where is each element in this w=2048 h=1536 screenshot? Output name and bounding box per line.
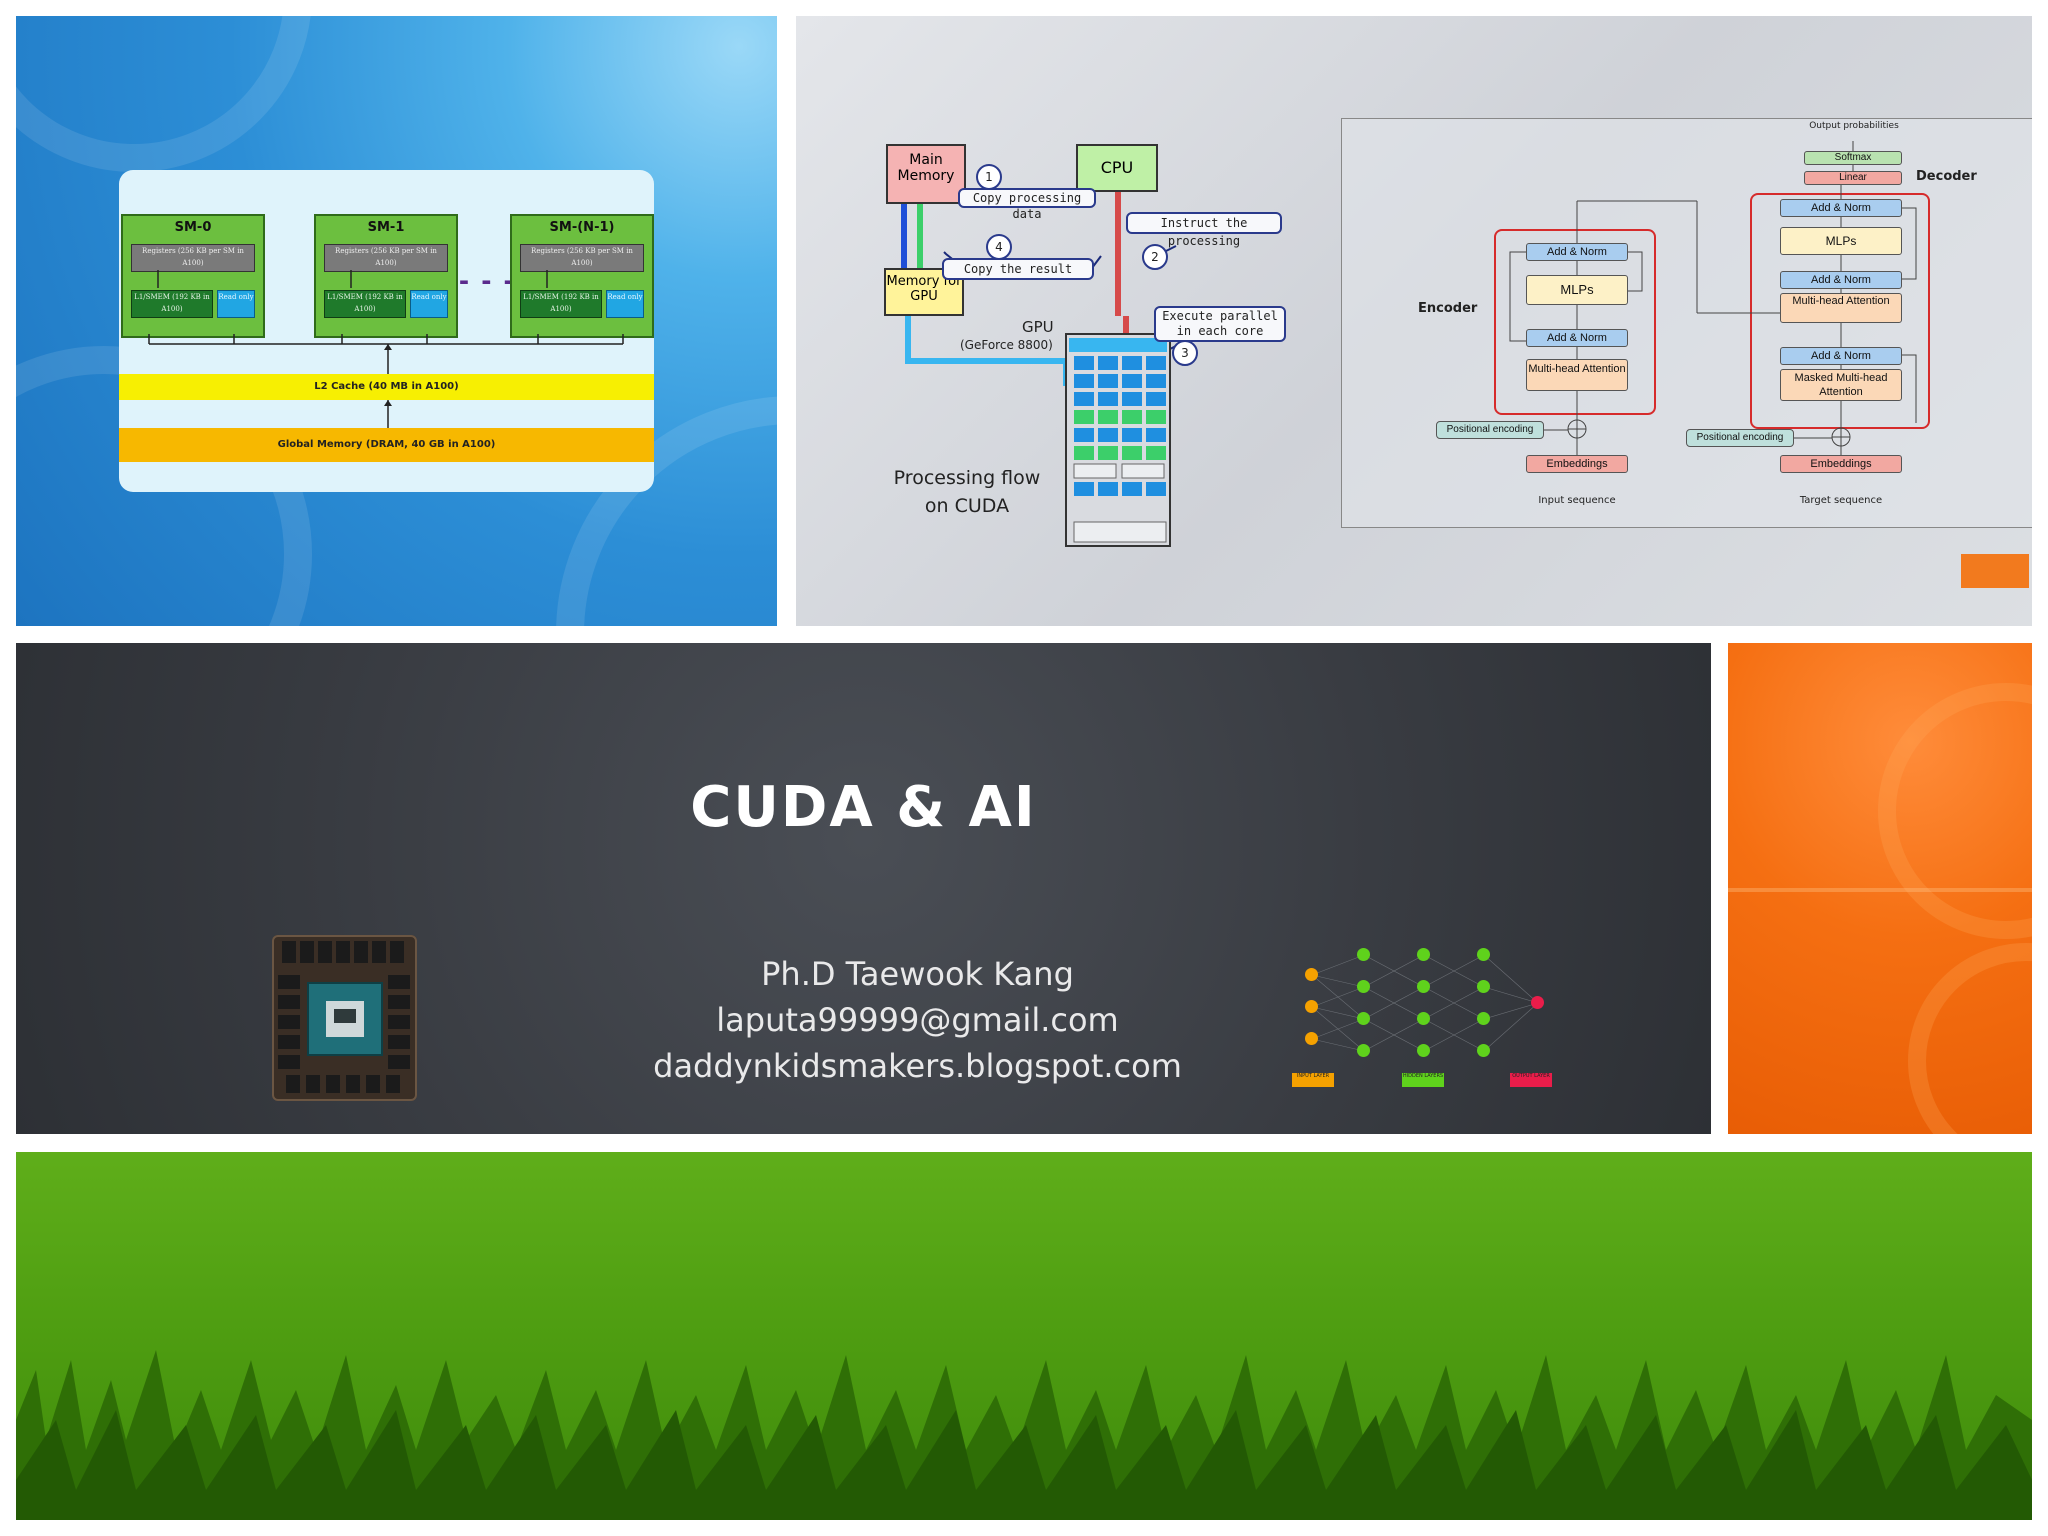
softmax-block: Softmax xyxy=(1804,151,1902,165)
output-probabilities-label: Output probabilities xyxy=(1809,121,1899,131)
gpu-chip-graphic xyxy=(278,941,410,1093)
input-node xyxy=(1305,968,1318,981)
hidden-node xyxy=(1477,1012,1490,1025)
hidden-node xyxy=(1417,948,1430,961)
step-number-1: 1 xyxy=(976,164,1002,190)
sm-name: SM-1 xyxy=(367,220,405,235)
hidden-node xyxy=(1357,948,1370,961)
sm-block-0: SM-0 Registers (256 KB per SM in A100) L… xyxy=(121,214,265,338)
sm-read-only: Read only xyxy=(410,290,448,318)
output-layer-label: OUTPUT LAYER xyxy=(1510,1073,1552,1087)
transformer-diagram: Output probabilities Softmax Linear Deco… xyxy=(1341,118,2032,528)
grass-blades-graphic xyxy=(16,1350,2032,1520)
decorative-circle xyxy=(1878,683,2032,939)
decoder-embeddings: Embeddings xyxy=(1780,455,1902,473)
encoder-stack-outline xyxy=(1494,229,1656,415)
orange-accent-slide xyxy=(1728,643,2032,1134)
encoder-embeddings: Embeddings xyxy=(1526,455,1628,473)
gpu-label: GPU xyxy=(1022,318,1054,336)
decorative-stripe xyxy=(1728,888,2032,892)
cpu-box: CPU xyxy=(1076,144,1158,192)
sm-name: SM-0 xyxy=(174,220,212,235)
step-instruct: Instruct the processing xyxy=(1126,212,1282,248)
output-node xyxy=(1531,996,1544,1009)
sm-l1-smem: L1/SMEM (192 KB in A100) xyxy=(324,290,406,318)
step-copy-data: Copy processing data xyxy=(958,188,1096,221)
gpu-memory-hierarchy-slide: SM-0 Registers (256 KB per SM in A100) L… xyxy=(16,16,777,626)
hidden-layers-label: HIDDEN LAYERS xyxy=(1402,1073,1444,1087)
hidden-node xyxy=(1417,1012,1430,1025)
step-number-3: 3 xyxy=(1172,340,1198,366)
hidden-node xyxy=(1357,1012,1370,1025)
encoder-label: Encoder xyxy=(1418,301,1478,316)
cuda-flow-caption: Processing flow on CUDA xyxy=(893,467,1041,517)
presentation-title: CUDA & AI xyxy=(690,775,1037,840)
cpu-label: CPU xyxy=(1100,158,1134,177)
gpu-module-image xyxy=(272,935,417,1101)
sm-name: SM-(N-1) xyxy=(549,220,615,235)
decorative-circle xyxy=(1908,943,2032,1134)
decoder-add-norm-bottom: Add & Norm xyxy=(1780,347,1902,365)
decoder-positional-encoding: Positional encoding xyxy=(1686,429,1794,447)
input-node xyxy=(1305,1032,1318,1045)
encoder-add-norm-top: Add & Norm xyxy=(1526,243,1628,261)
step-execute-parallel: Execute parallel in each core xyxy=(1154,306,1286,342)
hidden-node xyxy=(1357,980,1370,993)
author-email: laputa99999@gmail.com xyxy=(716,1001,1119,1039)
main-memory-label: Main Memory xyxy=(897,152,955,184)
gpu-model-label: (GeForce 8800) xyxy=(960,338,1053,352)
neural-network-graphic: INPUT LAYER HIDDEN LAYERS OUTPUT LAYER xyxy=(1282,945,1582,1095)
decoder-masked-multi-head-attention: Masked Multi-head Attention xyxy=(1780,369,1902,401)
sm-block-1: SM-1 Registers (256 KB per SM in A100) L… xyxy=(314,214,458,338)
input-node xyxy=(1305,1000,1318,1013)
transformer-connector-lines xyxy=(1509,141,1917,455)
linear-block: Linear xyxy=(1804,171,1902,185)
hidden-node xyxy=(1477,948,1490,961)
encoder-multi-head-attention: Multi-head Attention xyxy=(1526,359,1628,391)
hidden-node xyxy=(1477,1044,1490,1057)
grass-background-slide xyxy=(16,1152,2032,1520)
hidden-node xyxy=(1477,980,1490,993)
step-copy-result: Copy the result xyxy=(942,258,1094,280)
step-number-4: 4 xyxy=(986,234,1012,260)
sm-read-only: Read only xyxy=(217,290,255,318)
memory-connector-lines xyxy=(148,270,624,434)
author-blog: daddynkidsmakers.blogspot.com xyxy=(653,1047,1182,1085)
cuda-flow-arrows xyxy=(901,192,1177,547)
cuda-transformer-slide: Main Memory CPU Memory for GPU xyxy=(796,16,2032,626)
sm-l1-smem: L1/SMEM (192 KB in A100) xyxy=(520,290,602,318)
main-memory-box: Main Memory xyxy=(886,144,966,204)
sm-block-n-1: SM-(N-1) Registers (256 KB per SM in A10… xyxy=(510,214,654,338)
hidden-node xyxy=(1417,980,1430,993)
decoder-add-norm-mid: Add & Norm xyxy=(1780,271,1902,289)
encoder-positional-encoding: Positional encoding xyxy=(1436,421,1544,439)
decoder-label: Decoder xyxy=(1916,169,1977,184)
input-sequence-label: Input sequence xyxy=(1538,495,1616,506)
decoder-multi-head-attention: Multi-head Attention xyxy=(1780,293,1902,323)
author-name: Ph.D Taewook Kang xyxy=(761,955,1074,993)
input-layer-label: INPUT LAYER xyxy=(1292,1073,1334,1087)
title-slide: CUDA & AI Ph.D Taewook Kang laputa99999@… xyxy=(16,643,1711,1134)
sm-read-only: Read only xyxy=(606,290,644,318)
neural-network-edges xyxy=(1311,954,1539,1052)
l2-cache-bar: L2 Cache (40 MB in A100) xyxy=(119,374,654,400)
sm-registers: Registers (256 KB per SM in A100) xyxy=(520,244,644,272)
encoder-add-norm-bottom: Add & Norm xyxy=(1526,329,1628,347)
accent-orange-tab xyxy=(1961,554,2029,588)
global-memory-bar: Global Memory (DRAM, 40 GB in A100) xyxy=(119,428,654,462)
target-sequence-label: Target sequence xyxy=(1799,495,1883,506)
encoder-mlps: MLPs xyxy=(1526,275,1628,305)
sm-l1-smem: L1/SMEM (192 KB in A100) xyxy=(131,290,213,318)
hidden-node xyxy=(1417,1044,1430,1057)
decoder-add-norm-top: Add & Norm xyxy=(1780,199,1902,217)
hidden-node xyxy=(1357,1044,1370,1057)
sm-registers: Registers (256 KB per SM in A100) xyxy=(324,244,448,272)
step-number-2: 2 xyxy=(1142,244,1168,270)
decoder-mlps: MLPs xyxy=(1780,227,1902,255)
sm-registers: Registers (256 KB per SM in A100) xyxy=(131,244,255,272)
